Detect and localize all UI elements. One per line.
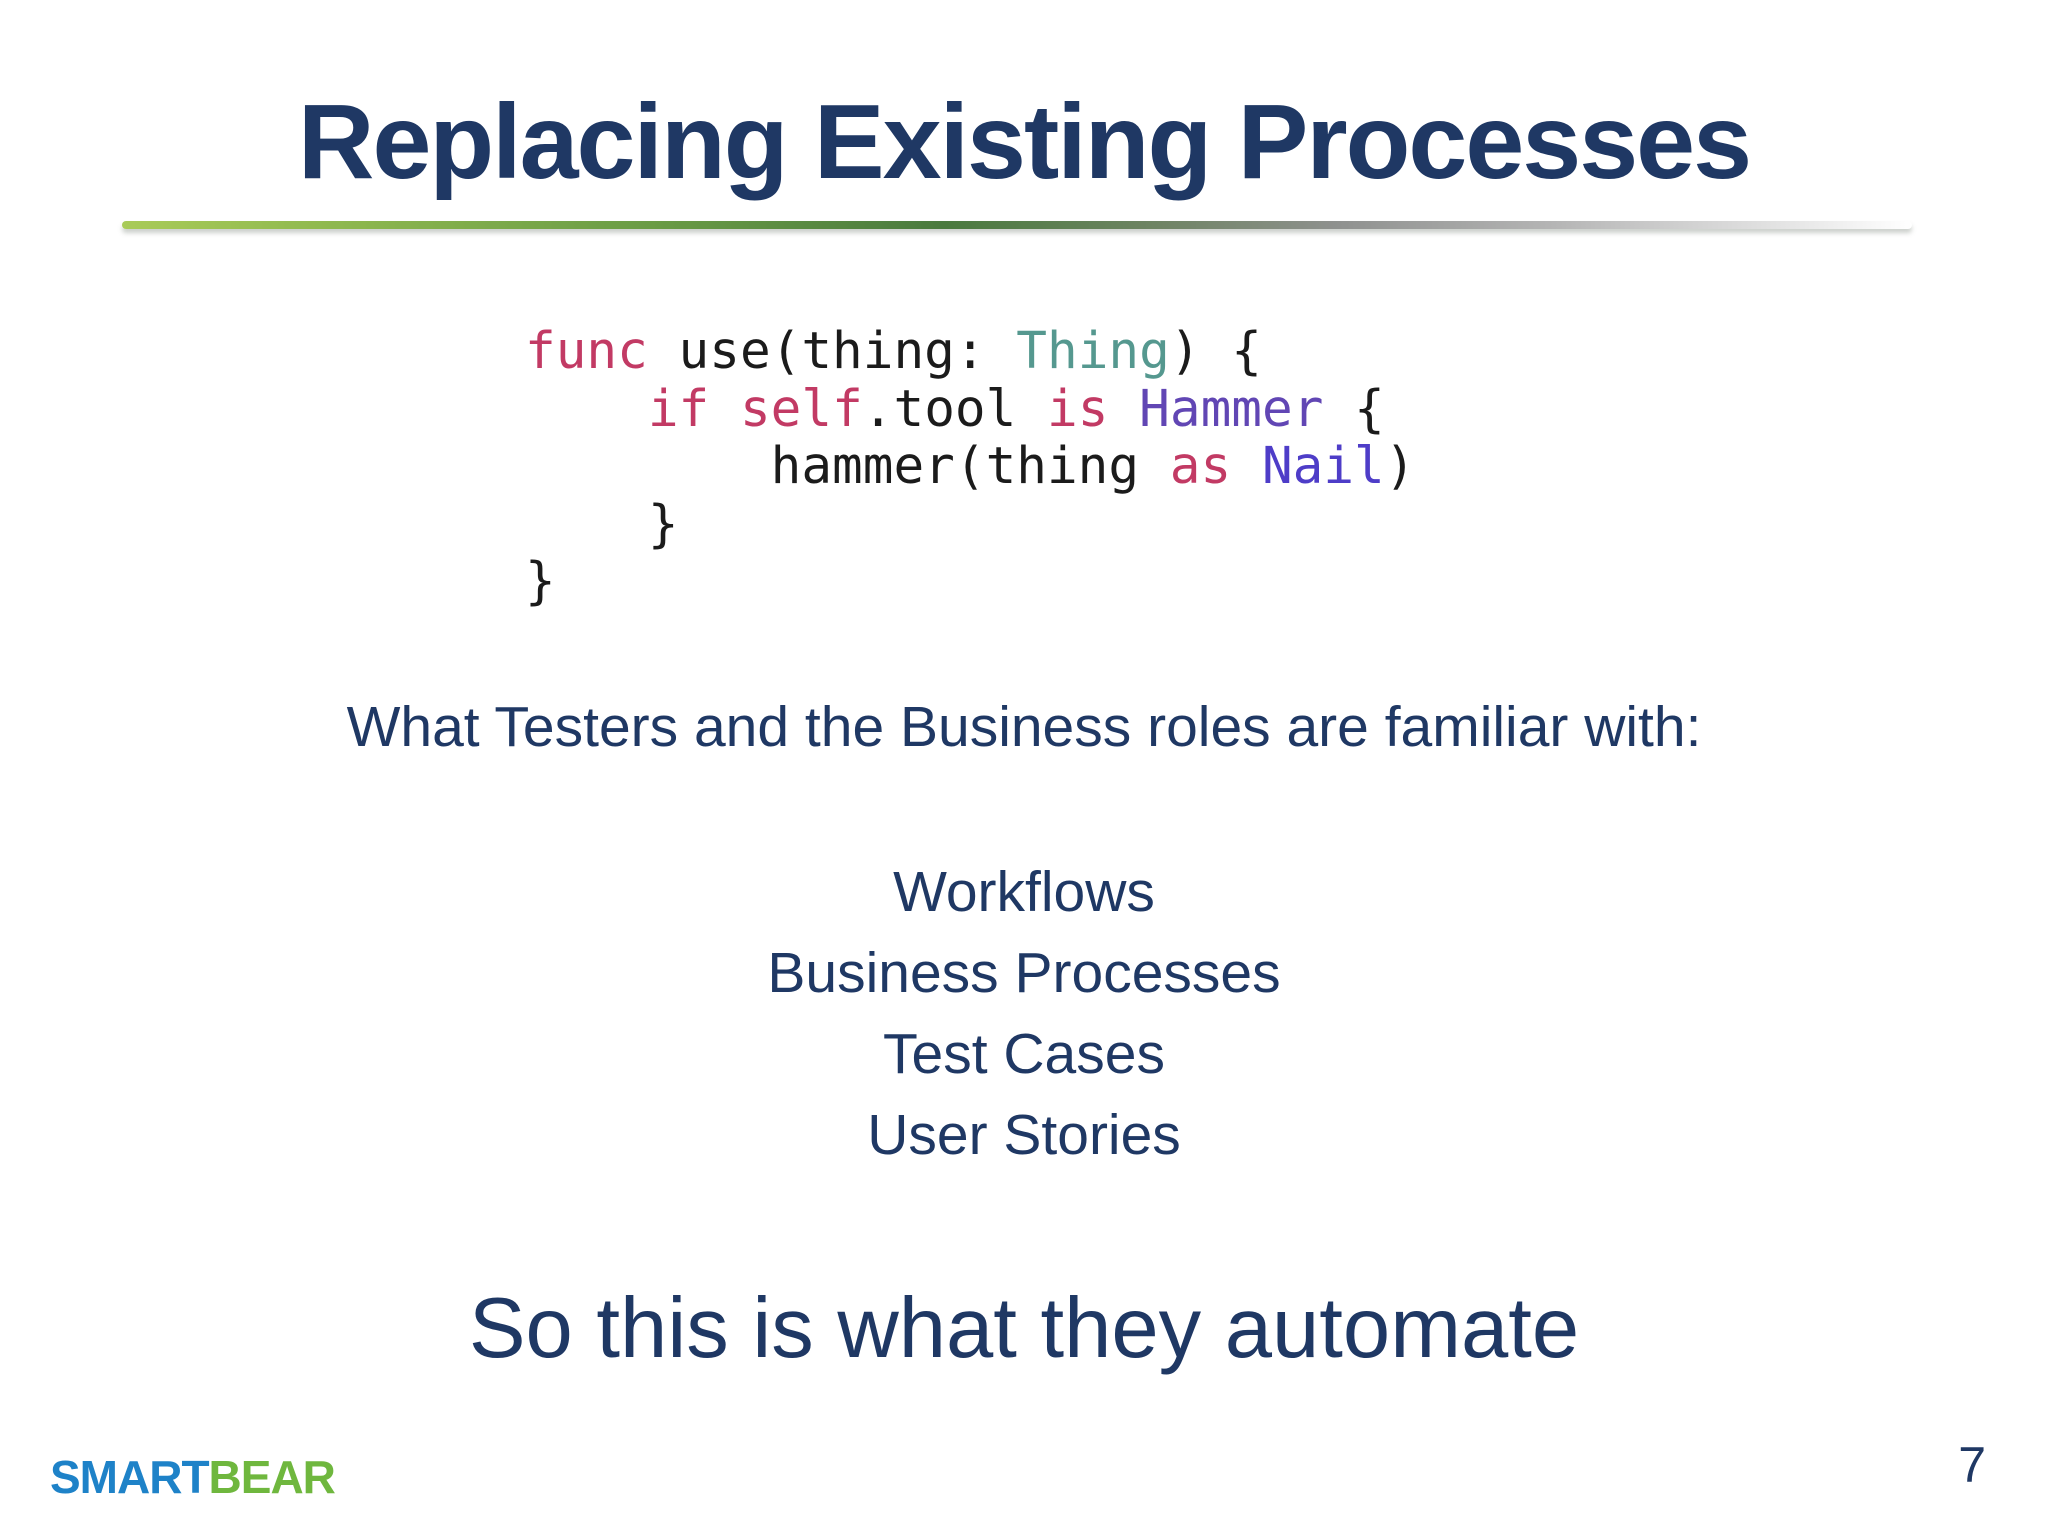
code-token: ) [1384,437,1416,496]
code-token: Nail [1261,437,1385,496]
code-token [1231,437,1262,496]
conclusion-text: So this is what they automate [468,1281,1580,1376]
code-token: } [525,494,679,554]
code-token: ) { [1169,322,1262,381]
smartbear-logo-bear: BEAR [208,1451,336,1503]
code-snippet: func use(thing: Thing) { if self.tool is… [525,323,1415,611]
code-token: { [1323,379,1385,439]
code-line: hammer(thing as Nail) [525,437,1416,496]
code-line: func use(thing: Thing) { [525,323,1415,381]
familiar-intro-text: What Testers and the Business roles are … [346,695,1702,759]
code-token: hammer(thing [525,437,1170,496]
code-token: Hammer [1139,379,1324,439]
code-token [1108,380,1139,439]
code-token: Thing [1016,322,1170,381]
code-token: self [739,379,863,439]
smartbear-logo: SMARTBEAR [50,1450,336,1504]
page-title: Replacing Existing Processes [297,83,1752,201]
code-line: } [525,553,1415,611]
familiar-item: Test Cases [883,1022,1165,1086]
code-line: if self.tool is Hammer { [525,379,1415,439]
code-token: as [1169,437,1232,496]
familiar-item: User Stories [867,1103,1181,1167]
code-token: func [525,322,648,381]
title-underline-rule [122,221,1912,229]
code-token: if [647,379,710,439]
code-line: } [525,494,1415,554]
code-token [709,380,740,439]
code-token: is [1047,379,1109,439]
code-token: } [525,552,556,611]
code-token: .tool [862,379,1048,439]
code-token [525,380,648,439]
smartbear-logo-smart: SMART [50,1451,210,1503]
code-token: use(thing: [647,322,1017,381]
page-number: 7 [1958,1437,1986,1493]
familiar-item: Workflows [893,860,1155,924]
familiar-item: Business Processes [767,941,1281,1005]
